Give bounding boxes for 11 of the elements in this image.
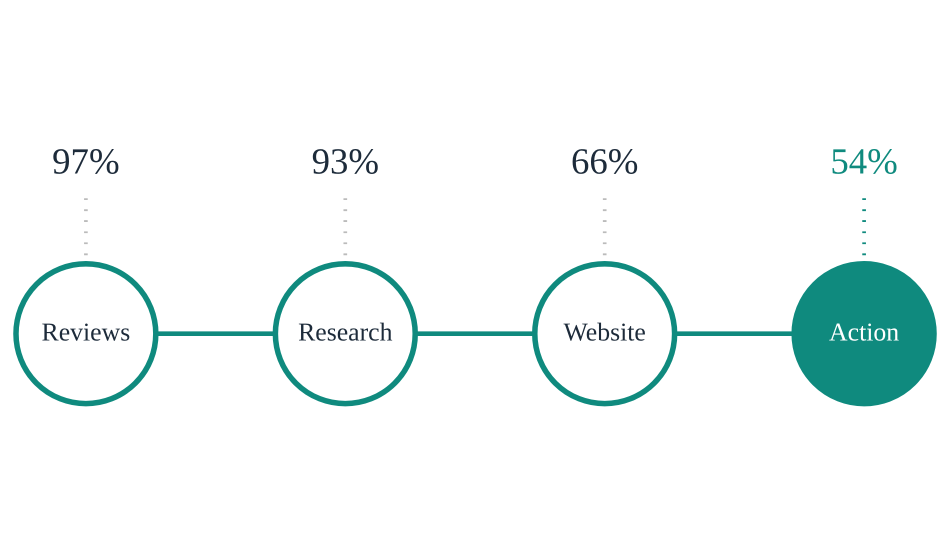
connector [156,330,275,336]
node-text: 66% [570,140,638,182]
connector [674,330,794,336]
node-circle: Action [791,260,937,406]
node-circle: Research [272,260,418,406]
node-text: 93% [312,140,380,182]
connector [415,330,534,336]
node-text: 54% [830,140,898,182]
node-circle: Website [532,260,678,406]
node-text: 97% [52,140,120,182]
node-circle: Reviews [13,260,159,406]
